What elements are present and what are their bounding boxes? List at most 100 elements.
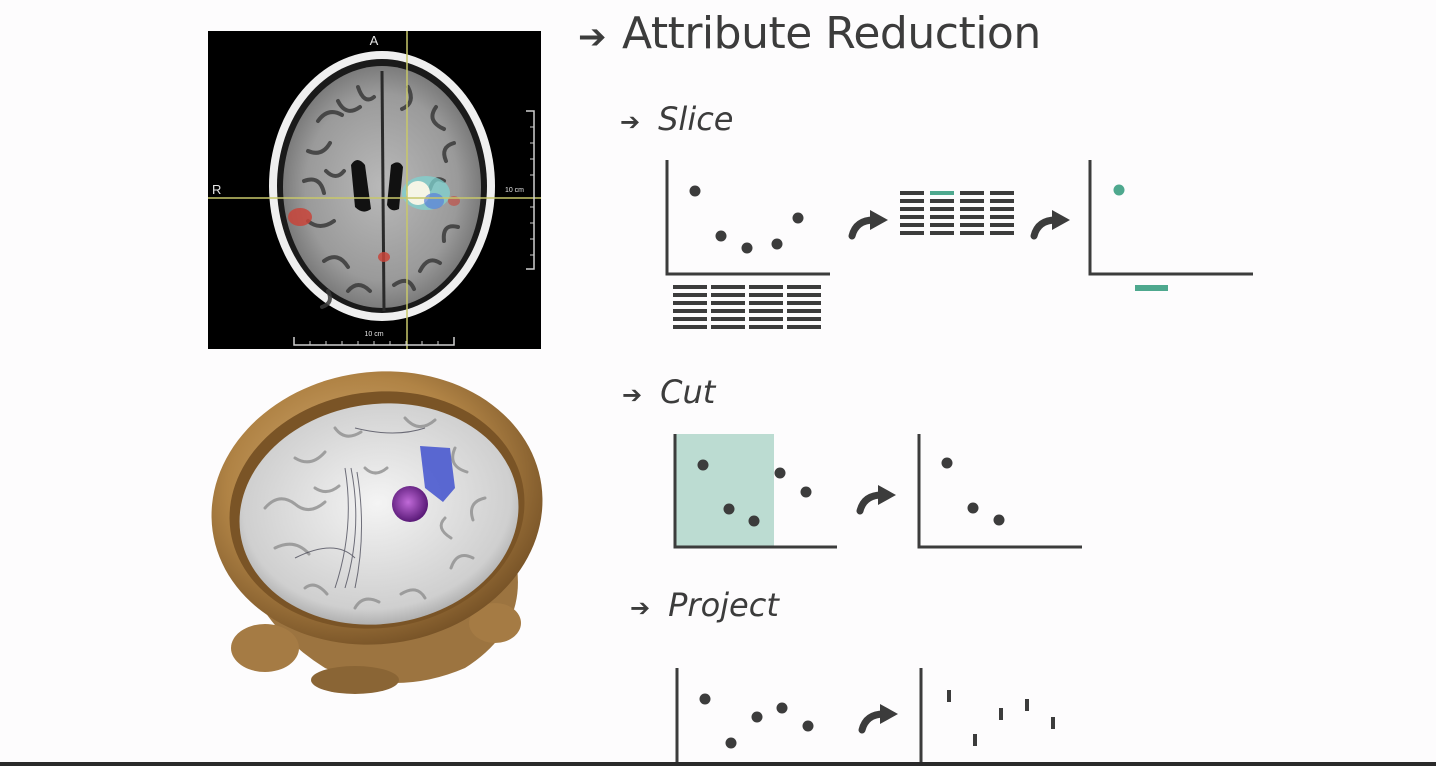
table-cell [900, 223, 924, 227]
table-cell [900, 207, 924, 211]
table-cell [930, 223, 954, 227]
table-cell [749, 325, 783, 329]
table-cell [990, 215, 1014, 219]
brain-3d-cutaway-image [211, 371, 543, 694]
data-point [792, 212, 804, 224]
curved-arrow-head [880, 704, 898, 724]
slice-highlight-bar [1135, 285, 1168, 291]
table-cell [960, 191, 984, 195]
data-point [748, 515, 760, 527]
table-cell [711, 325, 745, 329]
table-cell [960, 223, 984, 227]
table-cell [787, 309, 821, 313]
cut-diagram [673, 434, 1082, 549]
table-cell [900, 231, 924, 235]
table-cell [990, 199, 1014, 203]
table-cell [711, 309, 745, 313]
table-cell [787, 317, 821, 321]
data-point [689, 185, 701, 197]
data-point [941, 457, 953, 469]
table-cell [960, 199, 984, 203]
slice-heading-label: Slice [658, 100, 734, 138]
table-cell [990, 191, 1014, 195]
scale-label-vertical: 10 cm [505, 187, 524, 194]
curved-arrow-head [870, 210, 888, 230]
data-point [697, 459, 709, 471]
table-cell [930, 199, 954, 203]
table-cell [711, 293, 745, 297]
data-point [751, 711, 763, 723]
orientation-anterior-label: A [370, 33, 379, 48]
table-cell [930, 207, 954, 211]
data-point [993, 514, 1005, 526]
orientation-right-label: R [212, 182, 221, 197]
table-cell [930, 215, 954, 219]
table-cell [673, 317, 707, 321]
table-cell [711, 317, 745, 321]
mri-axial-slice-image: A R 10 cm 10 cm [208, 31, 541, 349]
table-cell [749, 301, 783, 305]
table-cell [787, 301, 821, 305]
curved-arrow-head [878, 485, 896, 505]
table-cell [711, 301, 745, 305]
table-cell [960, 231, 984, 235]
projected-tick [999, 708, 1003, 720]
cut-heading-label: Cut [660, 373, 716, 411]
scale-label-horizontal: 10 cm [364, 331, 383, 338]
table-cell [990, 207, 1014, 211]
table-cell [749, 285, 783, 289]
cut-region [676, 434, 774, 546]
table-cell [900, 191, 924, 195]
arrow-bullet-icon: ➔ [620, 108, 641, 136]
data-point [741, 242, 753, 254]
curved-arrow-head [1052, 210, 1070, 230]
table-cell [990, 231, 1014, 235]
slice-diagram [665, 160, 1253, 329]
table-cell [787, 293, 821, 297]
projected-tick [1025, 699, 1029, 711]
data-point [774, 467, 786, 479]
data-point [723, 503, 735, 515]
table-cell [960, 215, 984, 219]
data-point [800, 486, 812, 498]
table-cell [787, 325, 821, 329]
projected-tick [1051, 717, 1055, 729]
projected-tick [973, 734, 977, 746]
table-cell [711, 285, 745, 289]
cut-heading: ➔ Cut [622, 373, 715, 411]
table-cell [749, 309, 783, 313]
slide-title: ➔ Attribute Reduction [578, 8, 1041, 59]
data-point [967, 502, 979, 514]
table-cell [749, 293, 783, 297]
data-point [771, 238, 783, 250]
data-point [1113, 184, 1125, 196]
table-cell [900, 199, 924, 203]
data-point [802, 720, 814, 732]
table-cell [787, 285, 821, 289]
project-heading: ➔ Project [630, 586, 779, 624]
table-cell [673, 301, 707, 305]
table-cell [900, 215, 924, 219]
table-cell-highlight [930, 191, 954, 195]
table-cell [673, 293, 707, 297]
arrow-bullet-icon: ➔ [630, 594, 651, 622]
arrow-bullet-icon: ➔ [622, 381, 643, 409]
data-point [725, 737, 737, 749]
table-cell [960, 207, 984, 211]
data-point [699, 693, 711, 705]
table-cell [673, 325, 707, 329]
data-point [776, 702, 788, 714]
project-diagram [675, 668, 1055, 766]
slide-title-text: Attribute Reduction [622, 8, 1041, 59]
projected-tick [947, 690, 951, 702]
arrow-bullet-icon: ➔ [578, 17, 607, 57]
bottom-rule [0, 762, 1436, 766]
table-cell [673, 285, 707, 289]
data-point [715, 230, 727, 242]
table-cell [990, 223, 1014, 227]
table-cell [749, 317, 783, 321]
slice-heading: ➔ Slice [620, 100, 733, 138]
table-cell [930, 231, 954, 235]
project-heading-label: Project [668, 586, 779, 624]
